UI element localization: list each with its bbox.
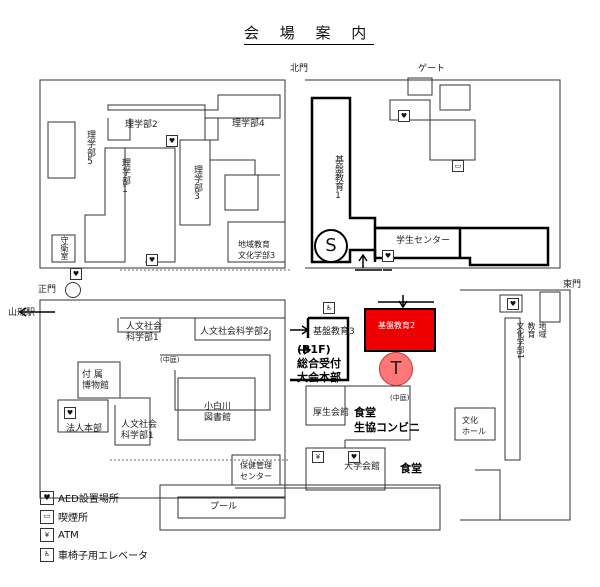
t-marker: T bbox=[379, 352, 413, 386]
label-gakusei: 学生センター bbox=[396, 236, 451, 246]
label-rigakubu2: 理学部2 bbox=[125, 120, 158, 130]
legend-aed: ♥ AED設置場所 bbox=[40, 490, 119, 505]
label-hojinhonbu: 法人本部 bbox=[66, 424, 103, 434]
heart-icon: ♥ bbox=[398, 110, 410, 122]
label-north-gate: 北門 bbox=[290, 64, 309, 74]
label-koseikaikan: 厚生会館 bbox=[313, 408, 350, 418]
label-jinbun1a: 人文社会 科学部1 bbox=[126, 322, 163, 343]
label-gate: ゲート bbox=[418, 64, 446, 74]
label-fuzoku: 付 属 博物館 bbox=[82, 370, 110, 391]
wheelchair-icon: ♿ bbox=[40, 547, 54, 562]
yen-icon: ¥ bbox=[312, 451, 324, 463]
label-shokudo1: 食堂 bbox=[354, 406, 376, 419]
label-rigakubu1: 理学部1 bbox=[120, 158, 130, 195]
label-hoken: 保健管理 センター bbox=[240, 461, 272, 481]
label-kiban2: 基盤教育2 bbox=[378, 321, 416, 330]
label-station: 山形駅 bbox=[8, 308, 36, 318]
label-pool: プール bbox=[210, 502, 238, 512]
label-chiiki1: 地域 教育 文化学部1 bbox=[516, 322, 547, 360]
main-gate-circle bbox=[65, 282, 81, 298]
heart-icon: ♥ bbox=[70, 268, 82, 280]
label-bunka-hall: 文化 ホール bbox=[462, 416, 486, 436]
label-daigaku-kaikan: 大学会館 bbox=[344, 462, 381, 472]
label-uketsuke: 総合受付 bbox=[297, 357, 341, 370]
heart-icon: ♥ bbox=[382, 250, 394, 262]
smoking-icon: ▭ bbox=[40, 509, 54, 524]
label-chiiki3: 地域教育 文化学部3 bbox=[238, 240, 276, 260]
legend-atm: ¥ ATM bbox=[40, 528, 79, 542]
heart-icon: ♥ bbox=[146, 254, 158, 266]
legend-label: ATM bbox=[58, 529, 79, 541]
heart-icon: ♥ bbox=[507, 298, 519, 310]
label-kiban1: 基盤教育1 bbox=[333, 155, 343, 201]
label-kiban3: 基盤教育3 bbox=[313, 327, 355, 337]
s-marker: S bbox=[314, 229, 348, 263]
label-kojirakawa: 小白川 図書館 bbox=[204, 402, 232, 423]
legend-label: 喫煙所 bbox=[58, 513, 88, 524]
legend-label: AED設置場所 bbox=[58, 494, 119, 505]
label-rigakubu4: 理学部4 bbox=[232, 119, 265, 129]
label-honbu: 大会本部 bbox=[297, 371, 341, 384]
smoking-icon: ▭ bbox=[452, 160, 464, 172]
heart-icon: ♥ bbox=[166, 135, 178, 147]
legend-elevator: ♿ 車椅子用エレベータ bbox=[40, 547, 148, 562]
label-combini: 生協コンビニ bbox=[354, 421, 420, 434]
label-east-gate: 東門 bbox=[563, 280, 582, 290]
legend-smoking: ▭ 喫煙所 bbox=[40, 509, 88, 524]
label-rigakubu3: 理学部3 bbox=[192, 165, 202, 202]
label-main-gate: 正門 bbox=[38, 285, 57, 295]
legend-label: 車椅子用エレベータ bbox=[58, 551, 148, 562]
yen-icon: ¥ bbox=[40, 528, 54, 542]
label-shueishitsu: 守衛室 bbox=[60, 236, 69, 260]
label-shokudo2: 食堂 bbox=[400, 462, 422, 475]
label-jinbun1b: 人文社会 科学部1 bbox=[121, 420, 158, 441]
heart-icon: ♥ bbox=[40, 490, 54, 505]
wheelchair-icon: ♿ bbox=[323, 302, 335, 314]
label-rigakubu5: 理学部5 bbox=[85, 130, 95, 167]
page-title: 会 場 案 内 bbox=[244, 22, 375, 45]
label-jinbun2: 人文社会科学部2 bbox=[200, 327, 269, 337]
kiban2-highlight bbox=[364, 308, 436, 352]
heart-icon: ♥ bbox=[348, 451, 360, 463]
label-nakaniwa2: (中庭) bbox=[390, 394, 410, 402]
label-nakaniwa1: (中庭) bbox=[160, 356, 180, 364]
heart-icon: ♥ bbox=[64, 407, 76, 419]
label-b1f: (B1F) bbox=[297, 343, 331, 356]
